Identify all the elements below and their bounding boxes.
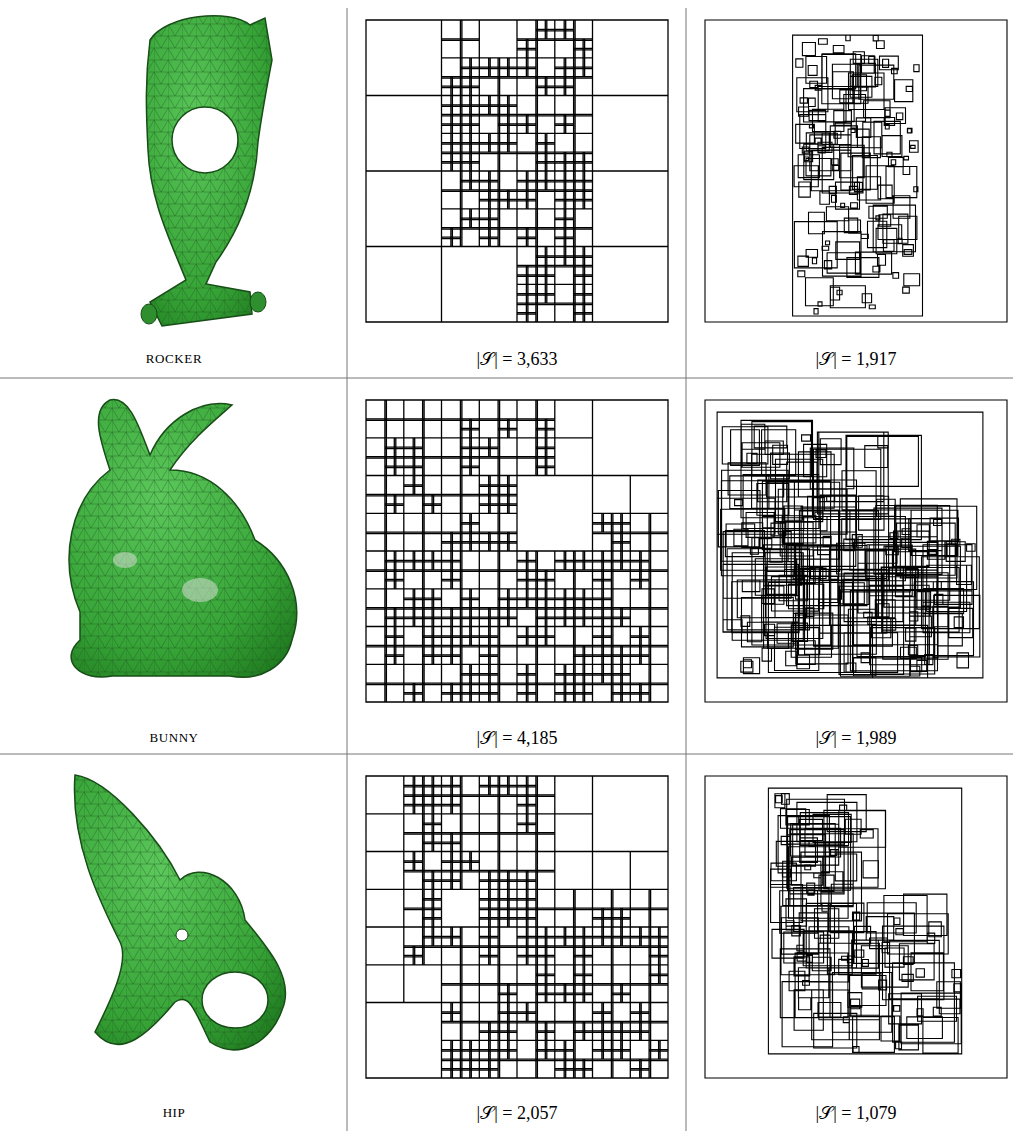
set-size: |𝒮| = 1,079 [816, 1103, 897, 1124]
rectangle-set [705, 400, 1007, 702]
rocker-mesh [141, 16, 272, 326]
rectangle-set [366, 20, 668, 322]
model-name: HIP [163, 1105, 186, 1121]
bunny-mesh [69, 400, 297, 678]
rectangle-set [705, 20, 1007, 322]
rectangle-set [705, 776, 1007, 1078]
set-size: |𝒮| = 1,917 [816, 349, 897, 370]
packing-plots [366, 20, 1007, 1078]
set-size: |𝒮| = 1,989 [816, 728, 897, 749]
rectangle-set [366, 776, 668, 1078]
hip-mesh [74, 775, 285, 1050]
model-name: ROCKER [146, 351, 202, 367]
set-size: |𝒮| = 4,185 [477, 728, 558, 749]
model-name: BUNNY [149, 730, 198, 746]
set-size: |𝒮| = 3,633 [477, 349, 558, 370]
rectangle-set [366, 400, 668, 702]
table-rules [0, 8, 1013, 1131]
set-size: |𝒮| = 2,057 [477, 1103, 558, 1124]
